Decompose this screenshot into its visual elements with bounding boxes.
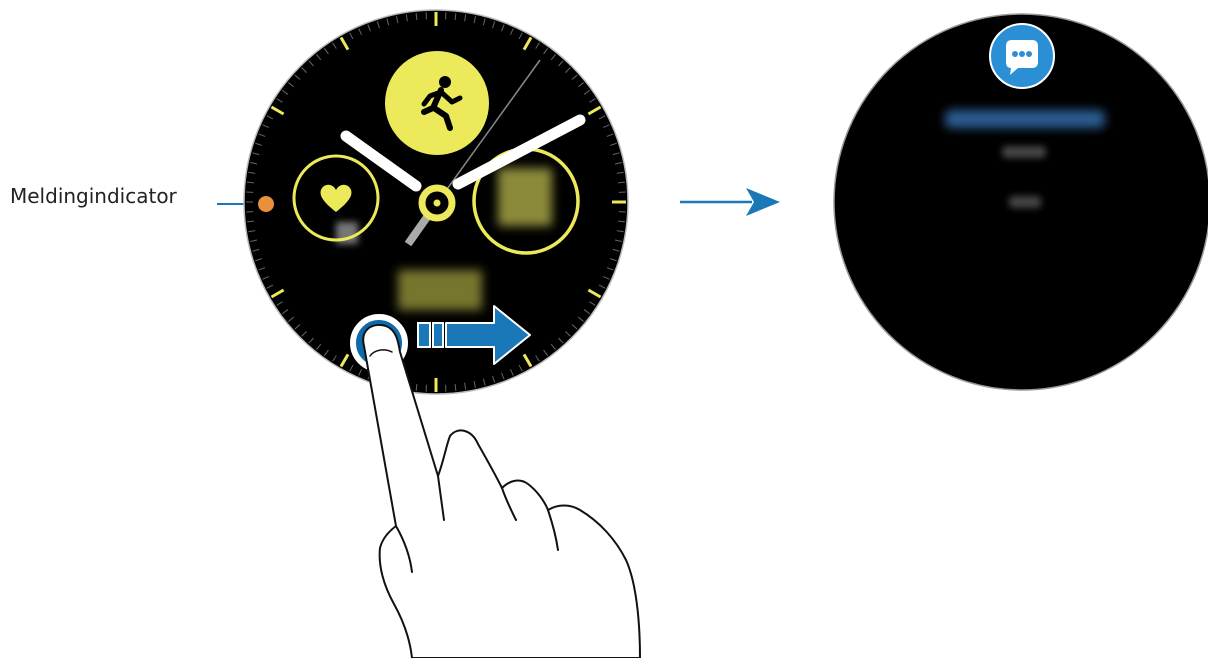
complication-value-right-blurred bbox=[498, 168, 552, 226]
watch-notification-screen[interactable] bbox=[834, 14, 1208, 390]
notification-time-blurred bbox=[1002, 146, 1046, 158]
notification-text-blurred bbox=[1009, 196, 1041, 208]
notification-sender-blurred bbox=[945, 110, 1105, 128]
complication-value-bottom-blurred bbox=[398, 270, 482, 310]
transition-arrow bbox=[680, 188, 780, 216]
notification-indicator-dot[interactable] bbox=[258, 196, 274, 212]
pivot-center bbox=[434, 200, 441, 207]
